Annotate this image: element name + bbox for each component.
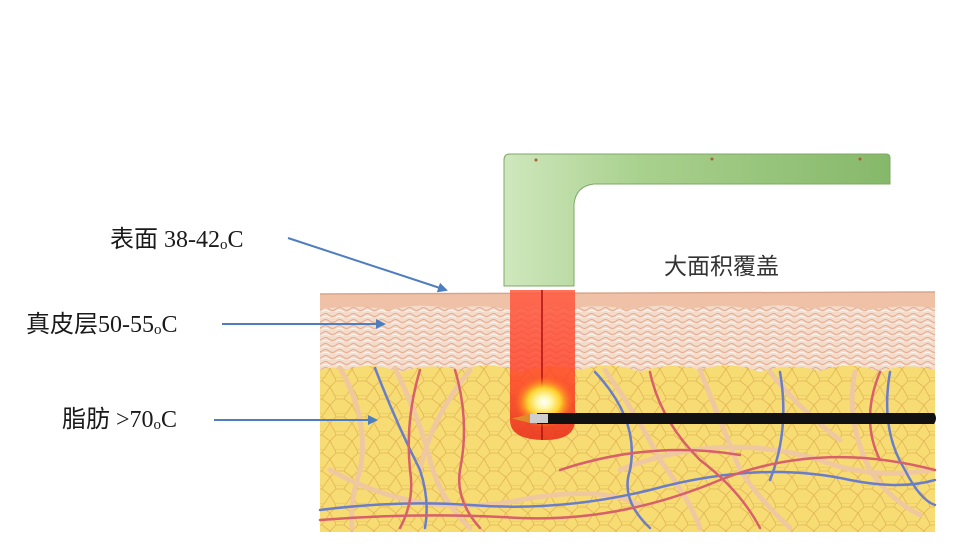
surface-temp-unit: C [227,227,244,253]
dermis-temp-label: 真皮层50-55oC [26,313,178,338]
vein-vessels [318,366,937,530]
dermis-layer [320,300,935,372]
fat-layer [320,360,935,532]
dermis-temp-text: 真皮层50-55 [26,312,154,338]
fat-temp-text: 脂肪 >70 [62,407,154,433]
fat-temp-degree: o [153,417,162,433]
handpiece [503,153,891,287]
surface-temp-degree: o [220,237,228,253]
epidermis-layer [319,291,936,310]
coverage-label: 大面积覆盖 [664,254,779,280]
surface-arrow [287,237,448,293]
fat-temp-label: 脂肪 >70oC [62,408,177,433]
dermis-temp-degree: o [154,322,162,338]
fat-temp-unit: C [161,407,178,433]
probe [512,413,936,424]
surface-temp-label: 表面 38-42oC [110,228,244,253]
surface-temp-text: 表面 38-42 [110,227,220,253]
label-arrows [214,237,448,425]
nerve-fibers [327,365,933,531]
dermis-temp-unit: C [161,312,178,338]
